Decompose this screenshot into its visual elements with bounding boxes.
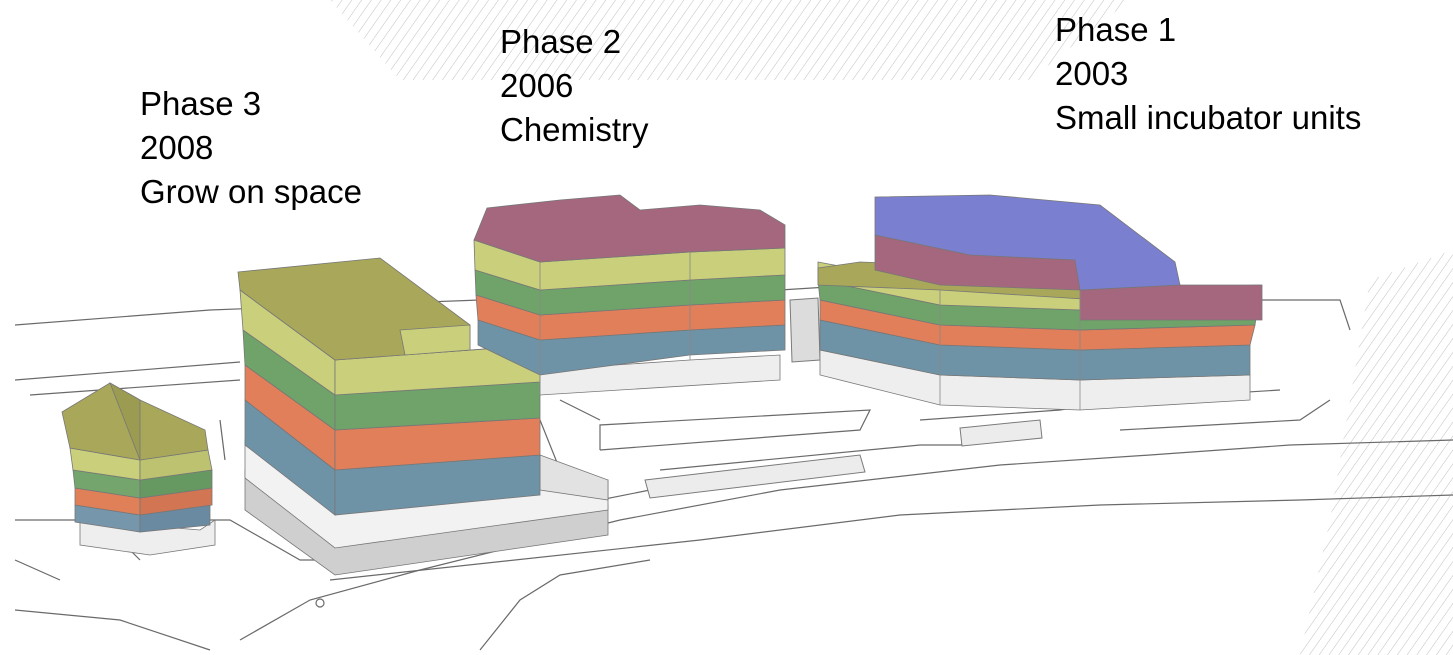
phase3-label: Phase 3 2008 Grow on space (140, 82, 362, 214)
background-hatch (330, 0, 1453, 655)
phase2-building (473, 194, 786, 396)
phase1-label: Phase 1 2003 Small incubator units (1055, 8, 1361, 140)
phase1-description: Small incubator units (1055, 99, 1362, 136)
phase3-year: 2008 (140, 129, 214, 166)
phase2-title: Phase 2 (500, 23, 622, 60)
phase3-main-building (237, 257, 609, 576)
ground-slabs (644, 297, 1043, 499)
phase2-label: Phase 2 2006 Chemistry (500, 20, 649, 152)
phase1-year: 2003 (1055, 55, 1129, 92)
phase3-description: Grow on space (140, 173, 362, 210)
phase1-title: Phase 1 (1055, 11, 1177, 48)
phase2-description: Chemistry (500, 111, 649, 148)
phase3-annex-building (61, 382, 216, 556)
phase2-year: 2006 (500, 67, 574, 104)
phase3-title: Phase 3 (140, 85, 262, 122)
phase1-building (817, 194, 1263, 411)
